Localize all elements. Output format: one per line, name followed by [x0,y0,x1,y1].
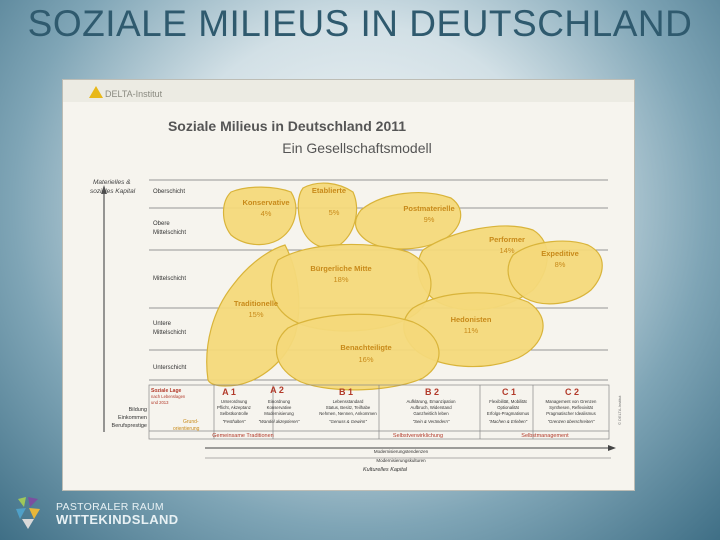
stratum-mittel: Mittelschicht [153,276,186,282]
col-c2-line2: Synthesen, Reflexivität [549,405,594,410]
bottom-caption-2: Modernisierungskulturen [376,458,426,463]
blob-benachteiligte [276,313,440,391]
soziale-lage-sub1: nach Lebenslagen [151,394,186,399]
footer-grid [148,384,610,440]
pct-buergerliche-mitte: 18% [333,275,348,284]
col-a1-line1: Unterordnung [221,399,248,404]
bottom-caption-1: Modernisierungstendenzen [374,449,429,454]
stratum-obere-mittel-2: Mittelschicht [153,230,186,236]
label-konservative: Konservative [242,198,289,207]
label-buergerliche-mitte: Bürgerliche Mitte [310,264,371,273]
col-b1-line4: "Genuss & Gewinn" [329,419,367,424]
pct-etablierte: 5% [329,208,340,217]
diagram-photo: DELTA-Institut Soziale Milieus in Deutsc… [63,80,634,490]
pastoraler-raum-logo: PASTORALER RAUM WITTEKINDSLAND [12,493,212,533]
pct-traditionelle: 15% [248,310,263,319]
stratum-ober: Oberschicht [153,189,185,195]
pct-performer: 14% [499,246,514,255]
col-c2-line3: Pragmatischer Idealismus [546,411,595,416]
band-labels: Gemeinsame Traditionen Selbstverwirklich… [212,433,569,439]
bildung-labels: Bildung Einkommen Berufsprestige [112,407,147,429]
col-b2-line3: Ganzheitlich leben [413,411,449,416]
diagram-subtitle: Ein Gesellschaftsmodell [282,140,431,156]
soziale-lage: Soziale Lage nach Lebenslagen und 2013 [151,388,186,405]
pct-konservative: 4% [261,209,272,218]
col-a1-line3: Selbstkontrolle [220,411,249,416]
col-b2-line1: Aufklärung, Emanzipation [407,399,457,404]
bottom-caption-3: Kulturelles Kapital [363,467,408,473]
code-c1: C 1 [502,387,516,397]
bildung-label: Bildung [129,407,147,413]
diagram-title: Soziale Milieus in Deutschland 2011 [168,118,406,134]
col-a2-line1: Einordnung [268,399,291,404]
blob-expeditive [507,240,603,305]
band-traditionen: Gemeinsame Traditionen [212,433,273,439]
milieu-blobs [206,182,603,391]
y-axis-arrow-icon [101,185,107,194]
col-a2-line4: "Wandel akzeptieren" [259,419,300,424]
slide-title: SOZIALE MILIEUS IN DEUTSCHLAND [27,3,693,44]
y-axis-label-2: soziales Kapital [90,188,136,195]
band-selbstmanagement: Selbstmanagement [521,433,569,439]
delta-logo-icon [89,86,103,98]
logo-line2: WITTEKINDSLAND [56,512,179,527]
col-b1-line2: Status, Besitz, Teilhabe [326,405,371,410]
einkommen-label: Einkommen [118,415,147,421]
col-a2-line3: Modernisierung [264,411,294,416]
brand-label: DELTA-Institut [105,89,163,99]
col-b2-line2: Aufbruch, Widerstand [410,405,452,410]
soziale-lage-title: Soziale Lage [151,388,182,394]
header-band [63,80,634,102]
milieu-diagram: DELTA-Institut Soziale Milieus in Deutsc… [63,80,634,473]
copyright-text: © DELTA-Institut [617,395,622,425]
pct-postmaterielle: 9% [424,215,435,224]
label-performer: Performer [489,235,525,244]
label-traditionelle: Traditionelle [234,299,278,308]
column-codes: A 1 A 2 B 1 B 2 C 1 C 2 [222,385,579,397]
berufsprestige-label: Berufsprestige [112,423,147,429]
y-axis-label-1: Materielles & [93,179,131,186]
col-b1-line3: Nehmen, Nennen, Ankommen [319,411,377,416]
col-c2-line1: Management von Grenzen [546,399,597,404]
stratum-untere-mittel-2: Mittelschicht [153,330,186,336]
code-b1: B 1 [339,387,353,397]
code-a2: A 2 [270,385,284,395]
stratum-unter: Unterschicht [153,365,187,371]
bottom-arrow-icon [608,445,616,451]
col-c2-line4: "Grenzen überschreiten" [548,419,595,424]
code-b2: B 2 [425,387,439,397]
label-benachteiligte: Benachteiligte [340,343,391,352]
label-hedonisten: Hedonisten [451,315,492,324]
soziale-lage-sub2: und 2013 [151,400,169,405]
col-c1-line1: Flexibilität, Mobilität [489,399,527,404]
blob-konservative [222,186,297,246]
grund-label-2: orientierung [173,426,200,432]
label-etablierte: Etablierte [312,186,346,195]
stratum-untere-mittel: Untere [153,321,172,327]
stratum-obere-mittel: Obere [153,221,170,227]
label-postmaterielle: Postmaterielle [403,204,454,213]
pct-hedonisten: 11% [464,326,479,335]
code-c2: C 2 [565,387,579,397]
grundorientierung: Grund- orientierung [173,419,200,432]
pct-expeditive: 8% [555,260,566,269]
col-b1-line1: Lebensstandard [333,399,364,404]
code-a1: A 1 [222,387,236,397]
label-expeditive: Expeditive [541,249,579,258]
col-a1-line4: "Festhalten" [222,419,246,424]
col-c1-line3: Erfolgs-Pragmatismus [487,411,529,416]
pct-benachteiligte: 16% [358,355,373,364]
column-texts: Unterordnung Pflicht, Akzeptanz Selbstko… [217,399,597,424]
col-c1-line2: Optionalität [497,405,520,410]
col-c1-line4: "Machen & Erleben" [489,419,528,424]
logo-icon [16,497,40,529]
col-b2-line4: "Sein & Verändern" [413,419,450,424]
logo-line1: PASTORALER RAUM [56,501,164,513]
col-a1-line2: Pflicht, Akzeptanz [217,405,251,410]
col-a2-line2: Konservative [267,405,292,410]
milieu-labels: Konservative 4% Etablierte 5% Postmateri… [234,186,579,364]
band-selbstverwirklichung: Selbstverwirklichung [393,433,443,439]
grund-label-1: Grund- [183,419,199,425]
